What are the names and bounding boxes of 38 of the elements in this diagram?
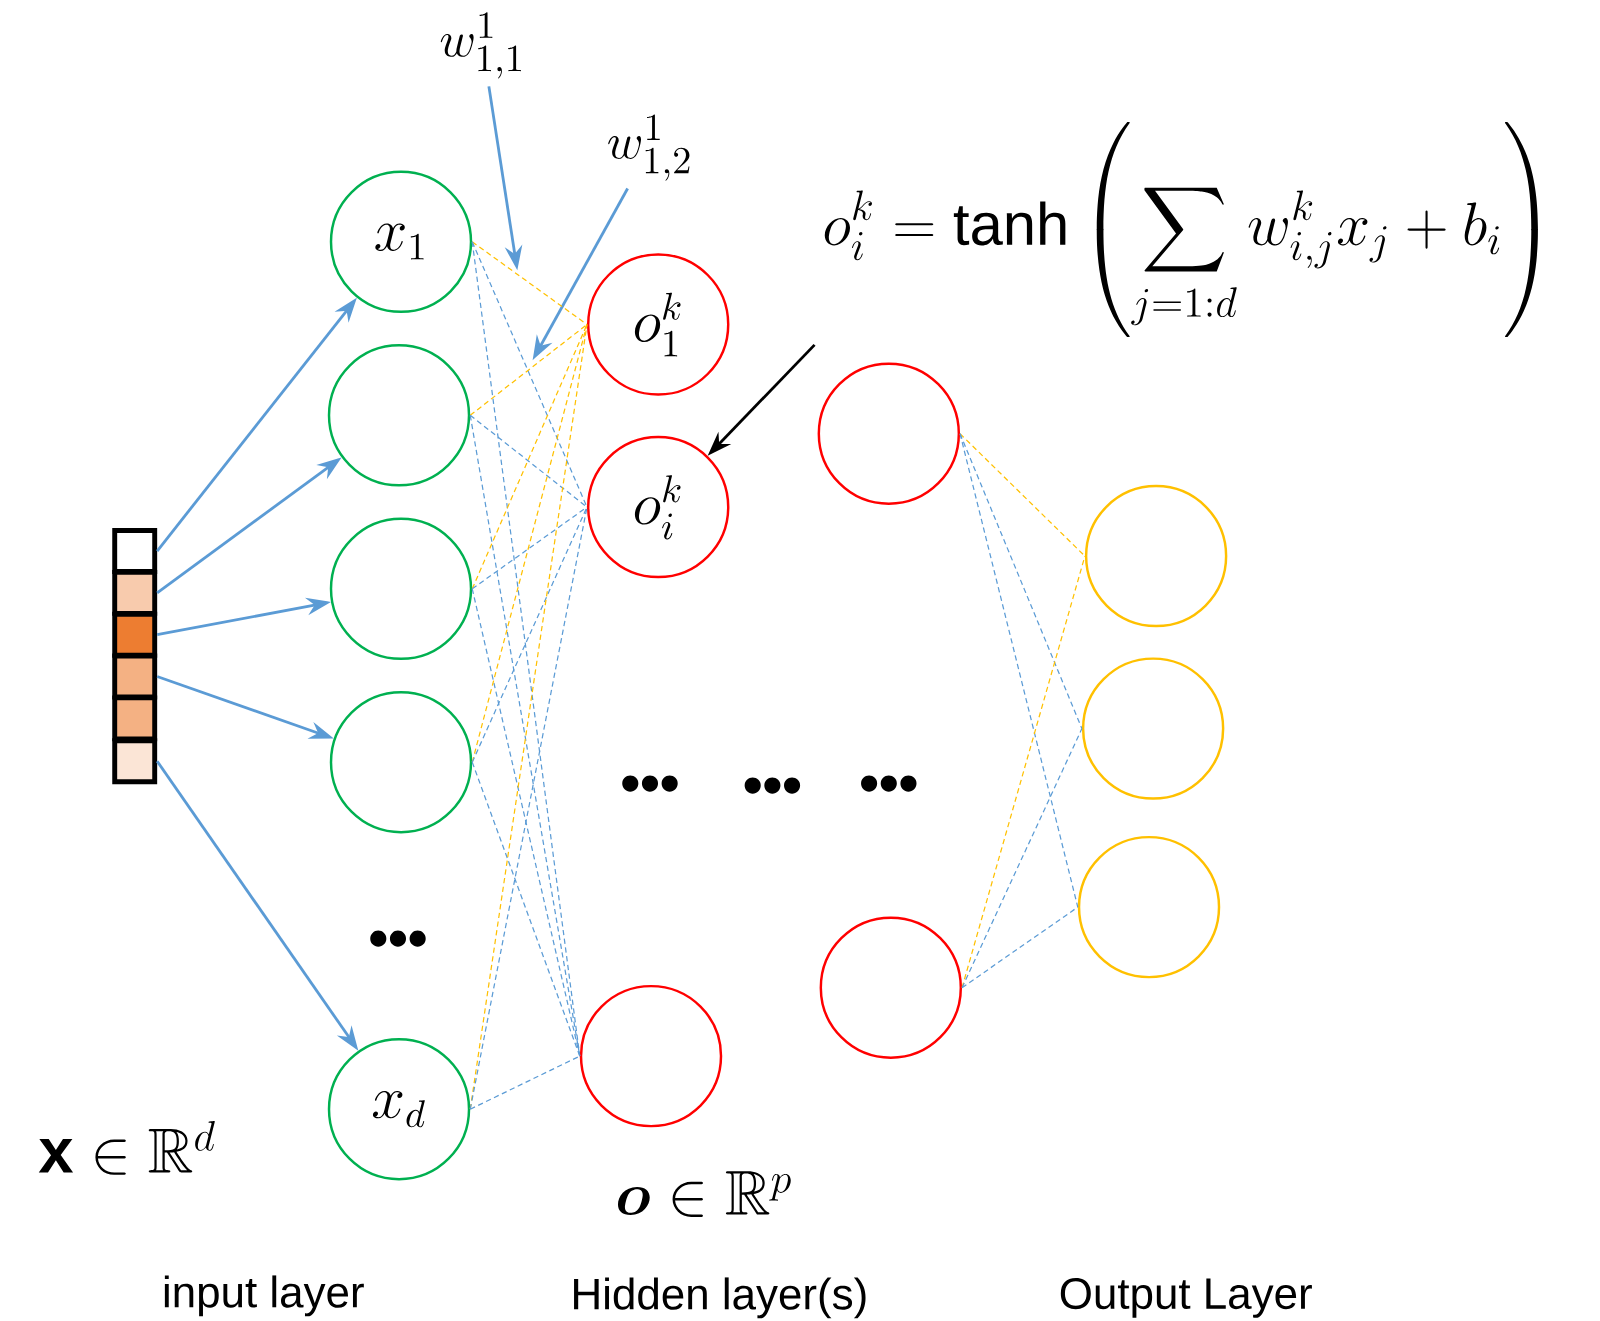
connection-line [959,433,1083,730]
input-neuron-circle [329,517,473,661]
output-neuron-circle [1081,657,1225,800]
connection-line [471,588,581,1057]
space-formula: $\boldsymbol{o} \in \mathbb{R}^p$ [617,1171,791,1217]
connection-line [961,555,1086,989]
ellipsis-dots: ••• [744,777,801,794]
connection-line [471,761,581,1057]
connection-line [961,906,1079,989]
connection-line [471,506,588,763]
connection-line [471,506,588,590]
ellipsis-dots: ••• [861,775,917,792]
connection-line [959,433,1086,557]
space-formula: $\mathbf{x} \in \mathbb{R}^d$ [38,1121,215,1175]
hidden-neuron-circle [817,362,961,505]
weight-label: $w^1_{1,1}$ [440,12,521,79]
layer-label: Hidden layer(s) [574,1277,866,1319]
connection-line [469,1055,581,1110]
connection-line [959,433,1079,908]
connection-line [469,506,588,1110]
connection-line [469,414,588,508]
connection-line [469,323,588,416]
layer-label: Output Layer [1060,1278,1312,1318]
weight-label: $w^1_{1,2}$ [608,114,690,181]
input-neuron-circle [329,690,473,834]
hidden-neuron-circle [579,984,723,1128]
input-neuron-circle [327,344,471,487]
connection-line [471,241,588,508]
ellipsis-dots: ••• [370,930,426,947]
connection-line [471,241,588,326]
formula-text: $o_i^k = \tanh\left(\sum_{j=1:d} w_{i,j}^k x_j + b_i\right)$ [824,122,1538,338]
hidden-neuron-circle [819,916,963,1059]
output-neuron-circle [1077,835,1221,979]
vector-cell [112,738,158,785]
connection-line [961,728,1083,989]
ellipsis-dots: ••• [622,775,678,792]
layer-label: input layer [164,1275,364,1317]
output-neuron-circle [1084,484,1228,628]
